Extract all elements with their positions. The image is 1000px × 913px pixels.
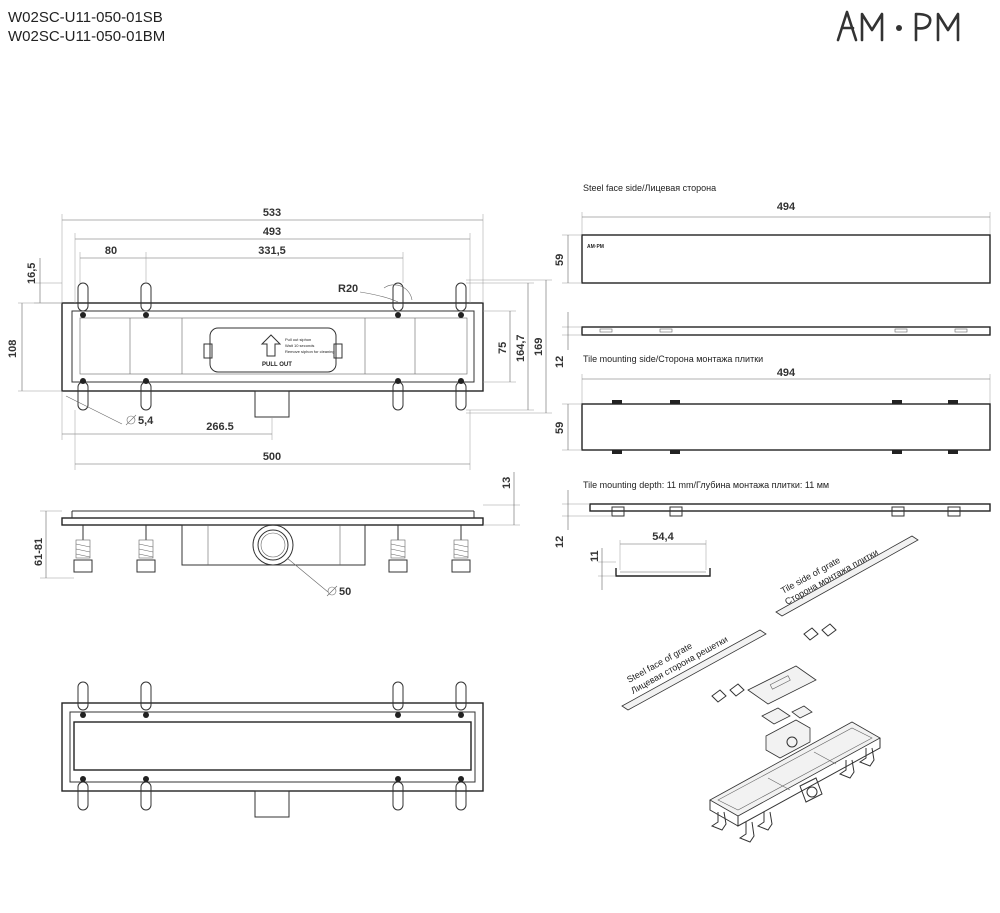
side-view-channel: [181, 524, 366, 566]
installed-outer-frame: [61, 702, 484, 792]
top-view-outer-frame: [61, 302, 484, 392]
installed-feet: [77, 681, 467, 811]
tile-depth-caption: Tile mounting depth: 11 mm/Глубина монта…: [583, 480, 829, 490]
exploded-feet: [710, 747, 875, 843]
dim-13: 13: [501, 477, 513, 489]
side-view-flange: [61, 517, 484, 526]
exploded-view: Tile side of grate Сторона монтажа плитк…: [621, 535, 919, 843]
tile-side-panel: [581, 403, 991, 451]
dim-331-5: 331,5: [258, 245, 286, 257]
dim-16-5: 16,5: [26, 263, 38, 284]
dim-169: 169: [533, 338, 545, 356]
exploded-steel-grate: [621, 629, 767, 711]
top-view: Pull out siphon Wait 10 seconds Remove s…: [7, 207, 552, 470]
adjustable-feet: [73, 525, 471, 573]
exploded-clips-lower: [711, 683, 745, 703]
exploded-siphon-cover: [747, 665, 817, 705]
dim-266-5: 266.5: [206, 421, 234, 433]
drain-outlet: [254, 390, 290, 418]
pull-out-text: PULL OUT: [262, 362, 292, 368]
tile-side-caption: Tile mounting side/Сторона монтажа плитк…: [583, 354, 763, 364]
exploded-filter: [761, 707, 791, 725]
mounting-feet-bottom: [77, 381, 467, 411]
model-code-sb: W02SC-U11-050-01SB: [8, 9, 163, 26]
model-codes: W02SC-U11-050-01SB W02SC-U11-050-01BM: [8, 8, 165, 46]
grate-profile-section: [615, 568, 711, 577]
installed-grate: [73, 721, 472, 771]
brand-logo: [836, 6, 986, 51]
steel-edge-view: [581, 326, 991, 336]
dim-steel-12: 12: [554, 356, 566, 368]
dim-108: 108: [7, 340, 19, 358]
mounting-feet-top: [77, 282, 467, 312]
dim-61-81: 61-81: [33, 538, 45, 566]
dim-75: 75: [497, 342, 509, 354]
dim-steel-59: 59: [554, 254, 566, 266]
installed-view: [61, 681, 484, 818]
exploded-tile-grate: [775, 535, 919, 617]
dim-steel-494: 494: [777, 201, 796, 213]
dim-r20: R20: [338, 283, 358, 295]
siphon-label-line-2: Wait 10 seconds: [285, 343, 314, 348]
dim-164-7: 164,7: [515, 334, 527, 362]
dim-tile-494: 494: [777, 367, 796, 379]
pull-out-arrow-icon: [260, 334, 282, 357]
siphon-label-line-1: Pull out siphon: [285, 337, 311, 342]
dim-80: 80: [105, 245, 117, 257]
screw-holes: [80, 312, 464, 384]
dim-profile-11: 11: [589, 550, 601, 562]
grate-panels: Steel face side/Лицевая сторона 494 AM·P…: [554, 183, 991, 590]
ampm-logo-icon: [836, 10, 960, 42]
siphon-label-line-3: Remove siphon for cleaning: [285, 349, 335, 354]
dim-outlet-50: 50: [339, 586, 351, 598]
dim-tile-12: 12: [554, 536, 566, 548]
dim-493: 493: [263, 226, 281, 238]
dim-profile-54-4: 54,4: [652, 531, 674, 543]
steel-panel-logo: AM·PM: [587, 244, 604, 250]
siphon-cover: [209, 327, 337, 373]
dim-500: 500: [263, 451, 281, 463]
tile-panel-tabs: [612, 400, 958, 454]
steel-face-panel: [581, 234, 991, 284]
outlet-pipe: [252, 524, 294, 566]
side-view: 61-81 13 50: [33, 472, 520, 598]
diameter-icon-outlet: [327, 586, 337, 596]
model-code-bm: W02SC-U11-050-01BM: [8, 28, 166, 45]
tile-edge-view: [589, 503, 991, 512]
exploded-clips-upper: [803, 623, 837, 641]
steel-face-caption: Steel face side/Лицевая сторона: [583, 183, 716, 193]
dim-533: 533: [263, 207, 281, 219]
exploded-outlet: [799, 777, 823, 803]
dim-tile-59: 59: [554, 422, 566, 434]
dim-hole-5-4: 5,4: [138, 415, 154, 427]
installed-drain-outlet: [254, 790, 290, 818]
diameter-icon: [126, 415, 136, 425]
top-view-inner-frame: [71, 310, 475, 383]
